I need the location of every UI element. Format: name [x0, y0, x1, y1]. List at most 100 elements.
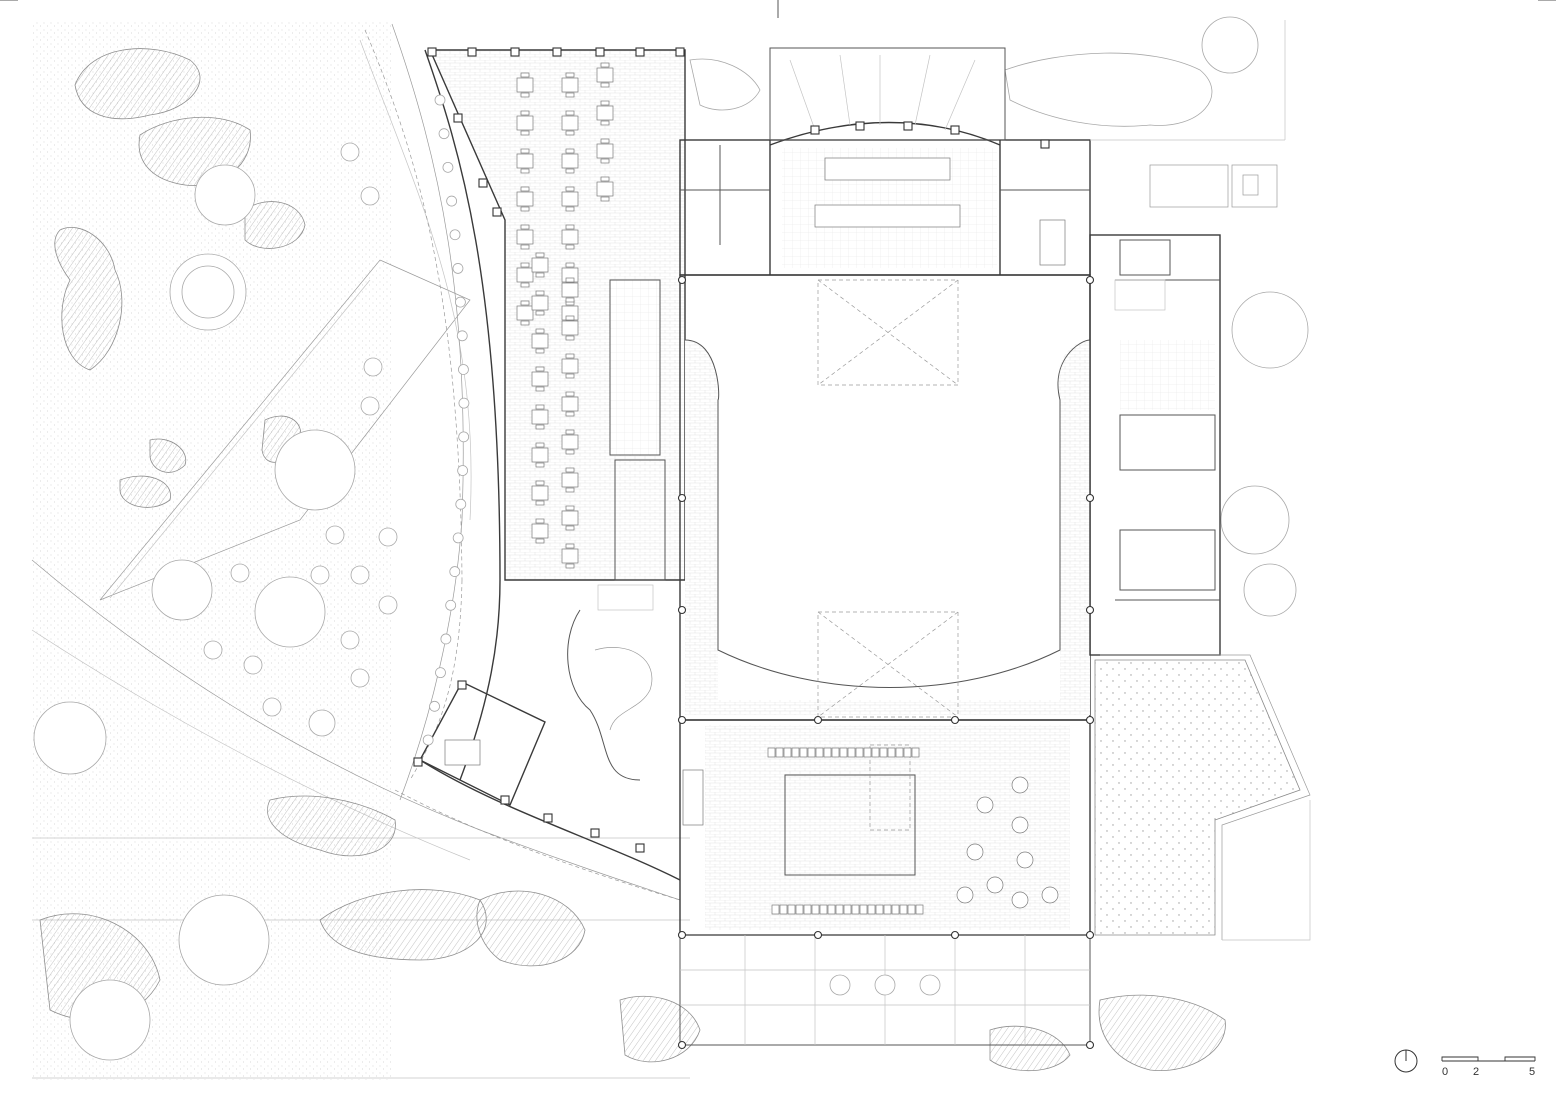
column [552, 47, 562, 57]
column [457, 680, 467, 690]
chair [565, 543, 575, 549]
chair [535, 310, 545, 316]
round-table [966, 843, 984, 861]
column [950, 930, 960, 940]
restaurant-table [596, 105, 614, 121]
column [855, 121, 865, 131]
trees [33, 16, 1309, 1072]
south-pergola [679, 934, 1091, 1046]
hall-chair [819, 904, 828, 915]
west-pavilion [419, 584, 654, 806]
chair [520, 282, 530, 288]
column [1085, 1040, 1095, 1050]
chair [535, 424, 545, 430]
chair [600, 62, 610, 68]
chair [600, 82, 610, 88]
chair [565, 449, 575, 455]
round-table [976, 796, 994, 814]
column [492, 207, 502, 217]
column [1085, 715, 1095, 725]
restaurant-table [516, 305, 534, 321]
structural-columns [413, 47, 1095, 1050]
column [543, 813, 553, 823]
boundary [1090, 20, 1311, 941]
chair [565, 391, 575, 397]
column [675, 47, 685, 57]
chair [565, 277, 575, 283]
chair [565, 244, 575, 250]
restaurant-table [516, 77, 534, 93]
chair [535, 404, 545, 410]
terrace-planter [456, 330, 468, 342]
scale-label-5: 5 [1529, 1066, 1535, 1078]
column [677, 493, 687, 503]
hall-chair [915, 904, 924, 915]
chair [520, 186, 530, 192]
hall-chair [803, 904, 812, 915]
chair [600, 158, 610, 164]
chair [600, 196, 610, 202]
chair [520, 262, 530, 268]
restaurant-table [516, 115, 534, 131]
hall-chair [895, 747, 904, 758]
terrace-planter [422, 734, 434, 746]
chair [520, 148, 530, 154]
column [478, 178, 488, 188]
hall-chair [891, 904, 900, 915]
south-hall [679, 719, 1091, 936]
terrace-planter [452, 532, 464, 544]
hall-chair [899, 904, 908, 915]
hall-chair [911, 747, 920, 758]
chair [535, 252, 545, 258]
chair [565, 487, 575, 493]
terrace-planter [454, 296, 466, 308]
chair [520, 224, 530, 230]
terrace-planter [457, 465, 469, 476]
hall-chair [875, 904, 884, 915]
restaurant-table [531, 409, 549, 425]
hall-chair [779, 904, 788, 915]
chair [520, 92, 530, 98]
chair [565, 505, 575, 511]
column [590, 828, 600, 838]
hall-chair [879, 747, 888, 758]
chair [535, 480, 545, 486]
chair [565, 467, 575, 473]
restaurant-table [561, 191, 579, 207]
terrace-planter [449, 566, 461, 577]
hall-chair [851, 904, 860, 915]
chair [565, 186, 575, 192]
terrace-planter [438, 128, 450, 140]
hall-chair [835, 904, 844, 915]
restaurant-tables [516, 62, 614, 569]
column [635, 47, 645, 57]
round-table [1016, 851, 1034, 869]
column [1085, 605, 1095, 615]
restaurant-table [561, 510, 579, 526]
round-table [1041, 886, 1059, 904]
chair [520, 244, 530, 250]
column [635, 843, 645, 853]
restaurant-table [531, 257, 549, 273]
restaurant-table [561, 434, 579, 450]
chair [520, 110, 530, 116]
north-service-block [679, 47, 1091, 276]
column [950, 125, 960, 135]
column [677, 1040, 687, 1050]
hall-chair [867, 904, 876, 915]
scale-label-0: 0 [1442, 1066, 1448, 1078]
column [810, 125, 820, 135]
column [903, 121, 913, 131]
column [1085, 930, 1095, 940]
terrace-planter [458, 431, 470, 443]
hall-chair [827, 904, 836, 915]
round-table [1011, 816, 1029, 834]
column [813, 715, 823, 725]
restaurant-table [561, 548, 579, 564]
vehicle-outline [1149, 164, 1278, 208]
column [595, 47, 605, 57]
chair [600, 100, 610, 106]
terrace-planter [440, 633, 452, 645]
terrace-planter [435, 667, 446, 679]
chair [565, 206, 575, 212]
